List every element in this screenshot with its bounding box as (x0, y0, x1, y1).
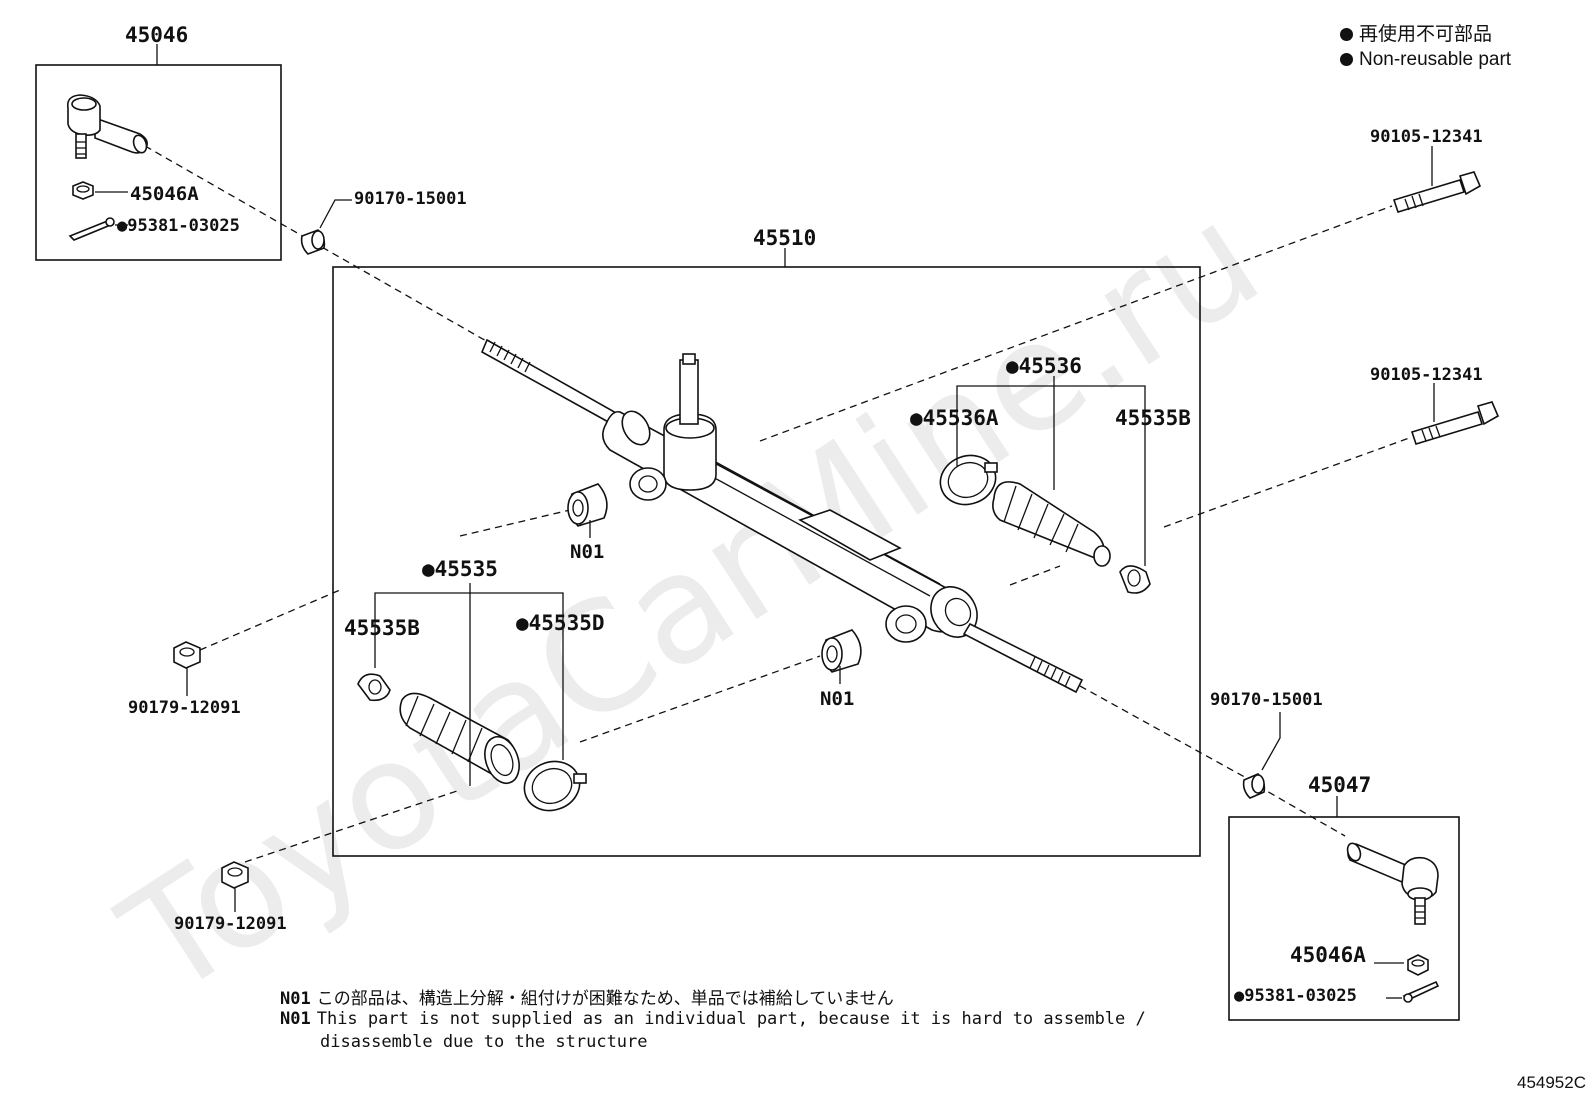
label-45046A-left: 45046A (130, 183, 199, 205)
note-key: N01 (280, 1009, 311, 1029)
nut-right-icon (1407, 954, 1429, 976)
label-45510: 45510 (753, 226, 816, 250)
watermark: ToyotaCarMine.ru (94, 171, 1289, 1031)
nut-left-icon (72, 181, 94, 200)
bullet-icon (1340, 28, 1353, 41)
diagram-code: 454952C (1516, 1073, 1586, 1092)
label-90170-lower: 90170-15001 (1210, 690, 1323, 710)
bolt-mid-icon (1410, 401, 1500, 445)
tie-rod-end-right-box (1228, 816, 1460, 1021)
legend: 再使用不可部品 Non-reusable part (1340, 22, 1511, 72)
label-45047: 45047 (1308, 773, 1371, 797)
note-en-line1: This part is not supplied as an individu… (316, 1009, 1146, 1029)
tie-rod-end-left-box (35, 64, 282, 261)
boot-right-icon (992, 481, 1111, 567)
tie-rod-end-right-icon (1346, 842, 1439, 925)
note-en-line2: disassemble due to the structure (320, 1032, 648, 1052)
assembly-dashed-lines (144, 145, 1413, 863)
grommet-lower-icon (821, 629, 862, 673)
nut-low-icon (221, 861, 249, 889)
nut-mid-icon (173, 641, 201, 669)
tie-rod-end-left (66, 94, 148, 159)
label-45535B-left: 45535B (344, 616, 420, 640)
note-en-cont: disassemble due to the structure (320, 1032, 648, 1052)
label-90179-low: 90179-12091 (174, 914, 287, 934)
label-45046A-right: 45046A (1290, 943, 1366, 967)
bullet-icon (1340, 53, 1353, 66)
label-45535B-right: 45535B (1115, 406, 1191, 430)
label-90179-mid: 90179-12091 (128, 698, 241, 718)
label-90170-upper: 90170-15001 (354, 189, 467, 209)
cotter-pin-right-icon (1402, 980, 1440, 1003)
rack-assembly-box (332, 266, 1201, 857)
clip-right-icon (1119, 565, 1151, 594)
label-95381-left: ●95381-03025 (117, 216, 240, 236)
bolt-upper-icon (1392, 171, 1482, 213)
label-45046: 45046 (125, 23, 188, 47)
label-45535: ●45535 (422, 557, 498, 581)
clamp-right-icon (939, 454, 998, 506)
grommet-upper-icon (567, 483, 608, 527)
bush-upper-icon (300, 229, 326, 255)
bush-lower-icon (1242, 773, 1266, 799)
note-jp-text: この部品は、構造上分解・組付けが困難なため、単品では補給していません (316, 989, 894, 1009)
boot-left-icon (399, 692, 520, 785)
note-key: N01 (280, 989, 311, 1009)
label-45536: ●45536 (1006, 354, 1082, 378)
cotter-pin-left-icon (68, 217, 115, 241)
legend-en: Non-reusable part (1359, 49, 1512, 70)
label-45535D: ●45535D (516, 611, 605, 635)
label-90105-mid: 90105-12341 (1370, 365, 1483, 385)
legend-jp: 再使用不可部品 (1359, 24, 1493, 45)
label-95381-right: ●95381-03025 (1234, 986, 1357, 1006)
clamp-left-icon (523, 760, 587, 812)
clip-left-icon (357, 673, 391, 702)
label-N01-upper: N01 (570, 541, 604, 563)
label-45536A: ●45536A (910, 406, 999, 430)
label-90105-upper: 90105-12341 (1370, 127, 1483, 147)
label-N01-lower: N01 (820, 688, 854, 710)
steering-rack-icon (480, 338, 1084, 694)
